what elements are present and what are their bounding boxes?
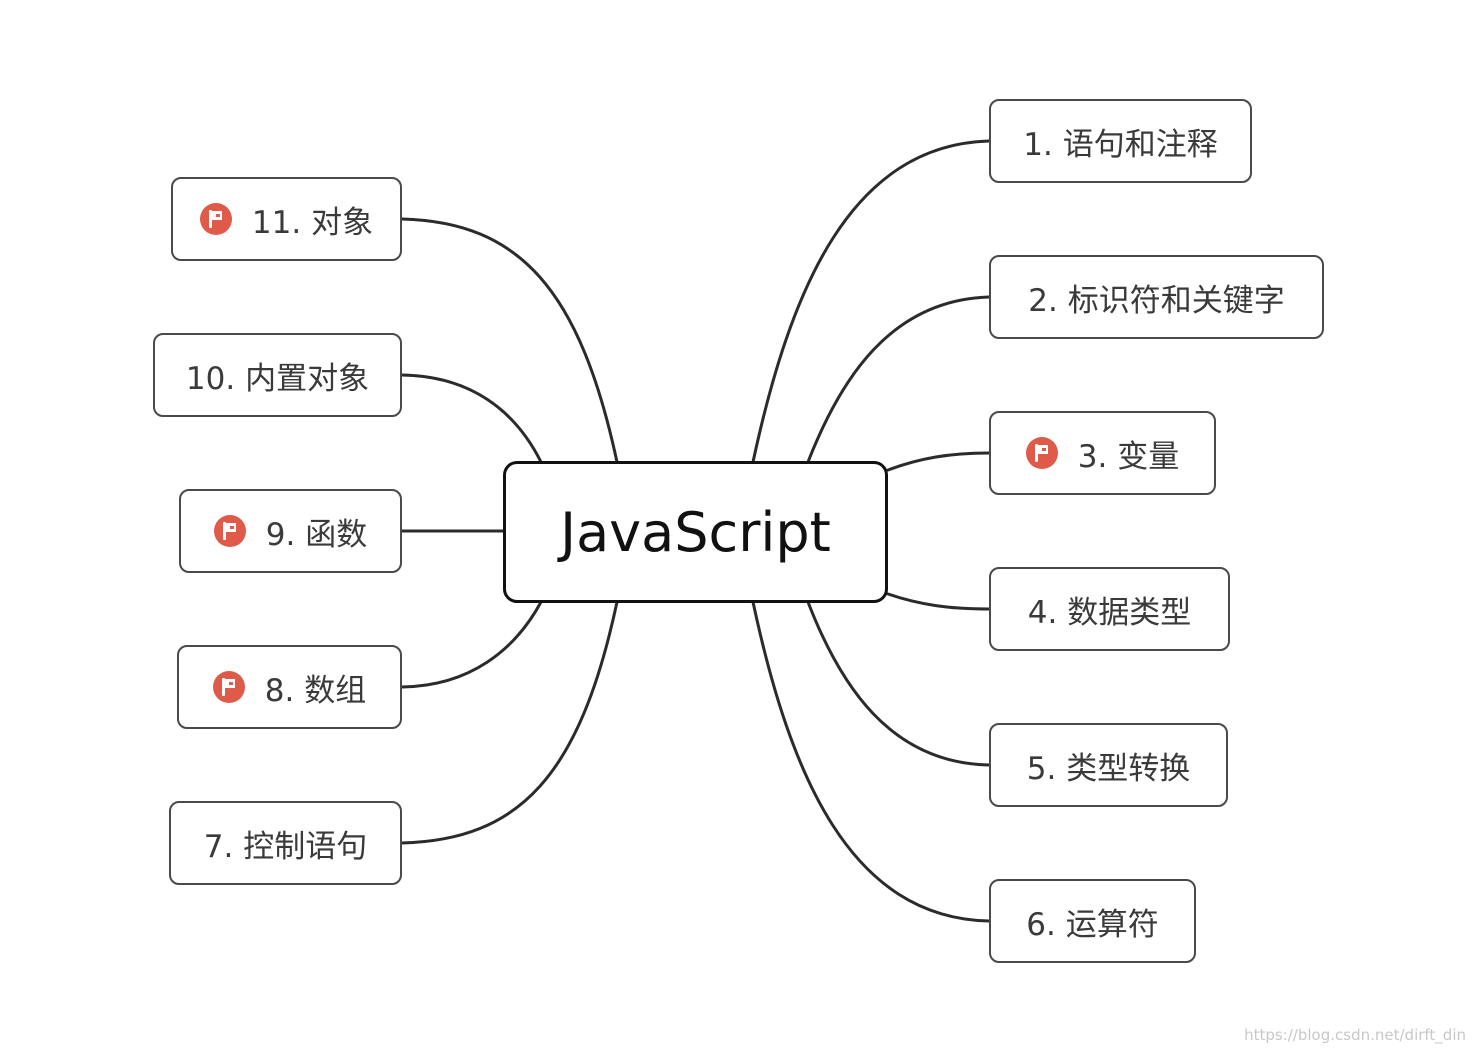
topic-label: 3. 变量 (1077, 438, 1180, 475)
connector-7 (400, 600, 619, 845)
connector-6 (751, 600, 991, 923)
topic-type-conversion[interactable]: 5. 类型转换 (989, 723, 1228, 807)
topic-variables[interactable]: 3. 变量 (989, 411, 1216, 495)
topic-functions[interactable]: 9. 函数 (179, 489, 402, 573)
connector-1 (751, 139, 991, 464)
topic-identifiers-keywords[interactable]: 2. 标识符和关键字 (989, 255, 1324, 339)
topic-label: 9. 函数 (265, 516, 368, 553)
connector-2 (806, 295, 991, 464)
topic-label: 5. 类型转换 (1026, 750, 1191, 787)
red-flag-icon (213, 515, 246, 547)
topic-label: 10. 内置对象 (185, 360, 370, 397)
topic-arrays[interactable]: 8. 数组 (177, 645, 402, 729)
red-flag-icon (199, 203, 232, 235)
red-flag-icon (1025, 437, 1058, 469)
topic-builtin-objects[interactable]: 10. 内置对象 (153, 333, 402, 417)
topic-data-types[interactable]: 4. 数据类型 (989, 567, 1230, 651)
topic-label: 7. 控制语句 (203, 828, 368, 865)
topic-label: 4. 数据类型 (1027, 594, 1192, 631)
connector-3 (886, 451, 991, 472)
root-topic-label: JavaScript (560, 500, 831, 564)
topic-operators[interactable]: 6. 运算符 (989, 879, 1196, 963)
connector-8 (400, 600, 543, 689)
red-flag-icon (212, 671, 245, 703)
topic-label: 8. 数组 (264, 672, 367, 709)
topic-control-statements[interactable]: 7. 控制语句 (169, 801, 402, 885)
topic-label: 6. 运算符 (1026, 906, 1159, 943)
topic-label: 2. 标识符和关键字 (1028, 282, 1285, 319)
topic-statements-comments[interactable]: 1. 语句和注释 (989, 99, 1252, 183)
topic-objects[interactable]: 11. 对象 (171, 177, 402, 261)
connector-10 (400, 373, 543, 464)
connector-5 (806, 600, 991, 767)
root-topic[interactable]: JavaScript (503, 461, 888, 603)
topic-label: 1. 语句和注释 (1023, 126, 1218, 163)
connector-4 (886, 592, 991, 611)
topic-label: 11. 对象 (251, 204, 374, 241)
connector-11 (400, 217, 619, 464)
watermark: https://blog.csdn.net/dirft_din (1244, 1026, 1466, 1044)
